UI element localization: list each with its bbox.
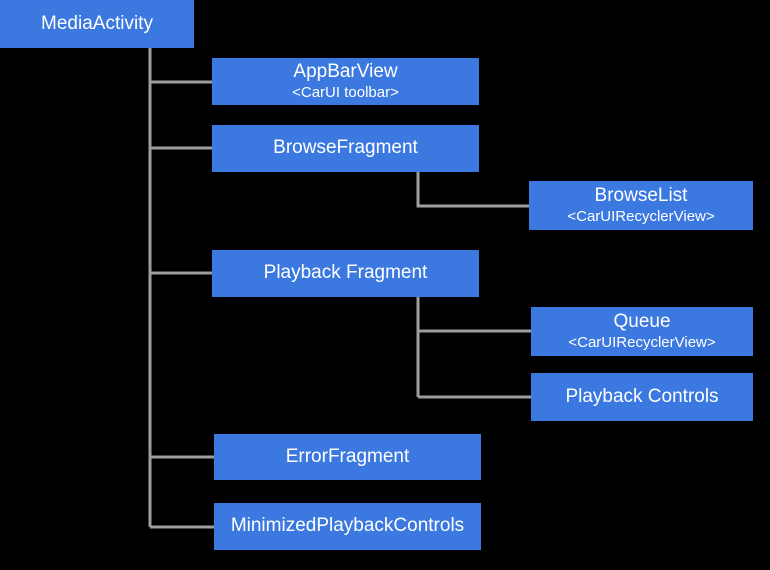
- node-minimized-playback-controls[interactable]: MinimizedPlaybackControls: [214, 503, 481, 550]
- node-title: AppBarView: [293, 61, 398, 83]
- node-title: Playback Fragment: [263, 262, 428, 284]
- node-browse-list[interactable]: BrowseList <CarUIRecyclerView>: [529, 181, 753, 230]
- node-title: Playback Controls: [565, 385, 719, 407]
- node-queue[interactable]: Queue <CarUIRecyclerView>: [531, 307, 753, 356]
- node-app-bar-view[interactable]: AppBarView <CarUI toolbar>: [212, 58, 479, 105]
- node-error-fragment[interactable]: ErrorFragment: [214, 434, 481, 480]
- node-media-activity[interactable]: MediaActivity: [0, 0, 194, 48]
- node-title: ErrorFragment: [285, 445, 410, 467]
- node-playback-controls[interactable]: Playback Controls: [531, 373, 753, 421]
- node-subtitle: <CarUIRecyclerView>: [568, 334, 716, 352]
- node-playback-fragment[interactable]: Playback Fragment: [212, 250, 479, 297]
- node-title: MinimizedPlaybackControls: [230, 515, 465, 537]
- node-title: BrowseFragment: [273, 137, 418, 159]
- node-title: MediaActivity: [41, 12, 153, 34]
- node-title: BrowseList: [594, 185, 688, 207]
- node-subtitle: <CarUI toolbar>: [292, 84, 399, 102]
- node-subtitle: <CarUIRecyclerView>: [567, 208, 715, 226]
- connector-elbow-browse-list: [416, 172, 529, 208]
- node-title: Queue: [613, 311, 671, 333]
- node-browse-fragment[interactable]: BrowseFragment: [212, 125, 479, 172]
